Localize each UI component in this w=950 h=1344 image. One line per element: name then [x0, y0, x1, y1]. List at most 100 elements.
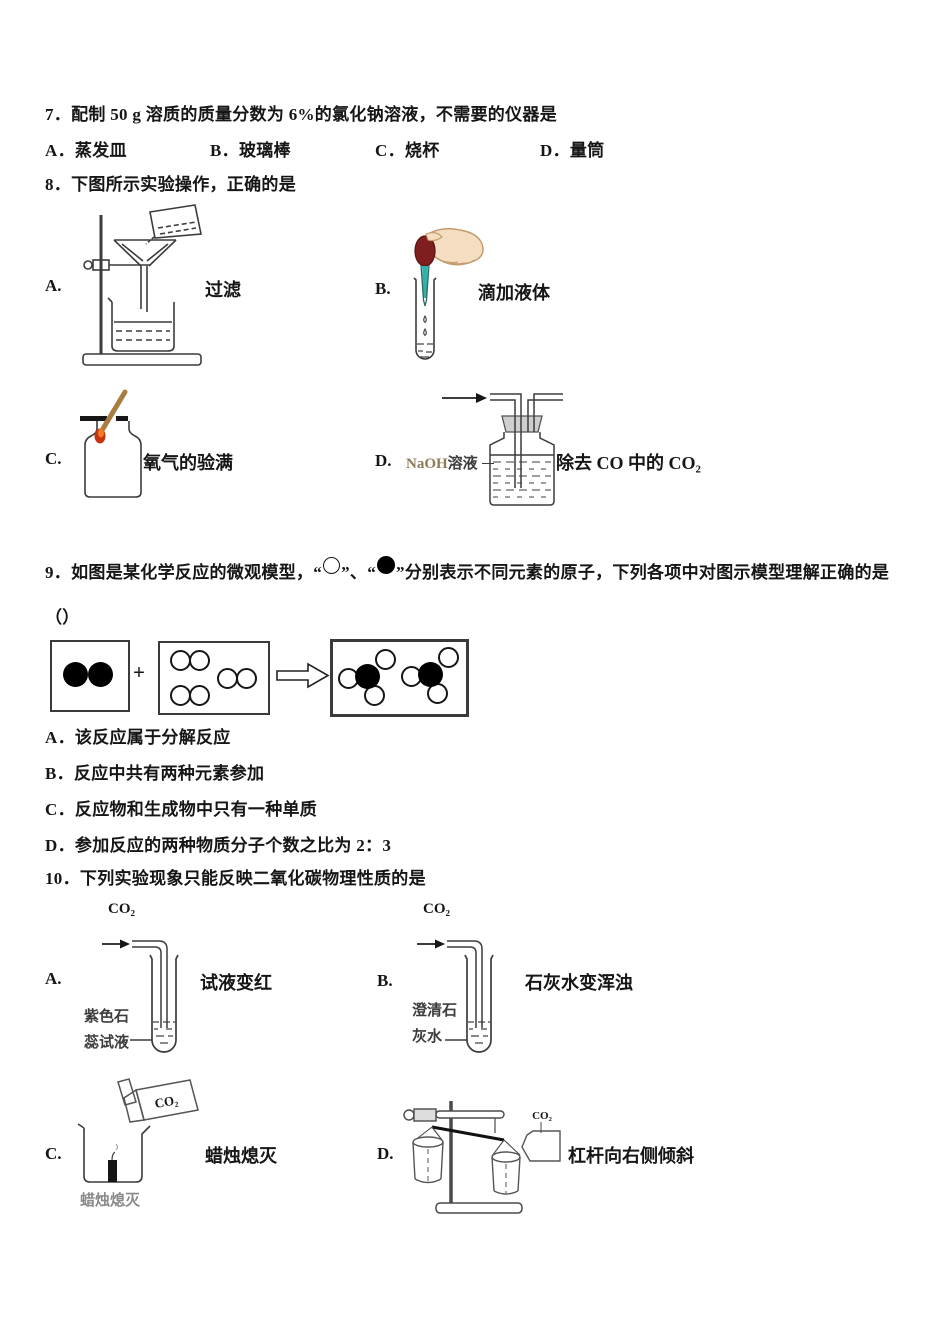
stand-base — [435, 1202, 523, 1214]
co2-bottle-label: CO₂ — [153, 1092, 179, 1111]
question-10: 10．下列实验现象只能反映二氧化碳物理性质的是 — [45, 864, 426, 889]
q9-option-d-label: D． — [45, 836, 75, 855]
q9-answer-bracket: （） — [45, 608, 80, 627]
q7-option-b: B．玻璃棒 — [210, 136, 291, 161]
q9-text-after: ”分别表示不同元素的原子，下列各项中对图示模型理解正确的是 — [396, 563, 890, 582]
q8-option-a-caption: 过滤 — [205, 280, 241, 300]
q8-option-c-label: C. — [45, 449, 62, 468]
drop — [423, 314, 427, 324]
receiving-beaker — [107, 297, 175, 352]
liquid-dashes — [493, 461, 551, 498]
pouring-beaker — [145, 204, 202, 245]
white-atom — [170, 650, 191, 671]
plus-sign: + — [133, 660, 145, 684]
candle-wick — [111, 1151, 116, 1161]
q7-option-d-label: D． — [540, 141, 570, 160]
white-atom — [236, 668, 257, 689]
q8-option-d-label: D. — [375, 451, 392, 470]
q9-option-b-text: 反应中共有两种元素参加 — [73, 764, 265, 783]
reagent-label-line2: 蕊试液 — [84, 1035, 130, 1051]
black-atom — [418, 662, 443, 687]
black-atom — [355, 664, 380, 689]
q7-option-a-label: A． — [45, 141, 75, 160]
co2-bottle-label: CO₂ — [532, 1110, 553, 1122]
q9-option-a-label: A． — [45, 728, 75, 747]
q7-option-c: C．烧杯 — [375, 136, 440, 161]
question-8-number: 8． — [45, 175, 72, 194]
litmus-reagent-label: 紫色石 蕊试液 — [84, 1004, 129, 1056]
black-atom — [88, 662, 113, 687]
reagent-label-line1: 澄清石 — [412, 1003, 458, 1019]
delivery-tube — [447, 940, 483, 1028]
white-atom-icon — [323, 557, 341, 574]
q10-option-b-caption: 石灰水变浑浊 — [525, 973, 633, 993]
test-tube — [149, 954, 179, 1053]
smoke — [115, 1143, 118, 1151]
white-atom — [170, 685, 191, 706]
q7-option-a: A．蒸发皿 — [45, 136, 127, 161]
q10-option-c-label: C. — [45, 1144, 62, 1163]
right-strings — [491, 1139, 521, 1157]
clamp-bar — [435, 1110, 505, 1119]
limewater-reagent-label: 澄清石 灰水 — [412, 998, 457, 1050]
question-7-text: 配制 50 g 溶质的质量分数为 6%的氯化钠溶液，不需要的仪器是 — [71, 105, 558, 124]
q9-option-a: A．该反应属于分解反应 — [45, 723, 231, 748]
glowing-splint — [98, 389, 128, 435]
question-8: 8．下图所示实验操作，正确的是 — [45, 170, 296, 195]
q7-option-c-text: 烧杯 — [404, 141, 440, 160]
funnel — [113, 239, 177, 312]
q9-option-a-text: 该反应属于分解反应 — [74, 728, 231, 747]
q9-option-d: D．参加反应的两种物质分子个数之比为 2：3 — [45, 831, 391, 856]
white-atom — [189, 685, 210, 706]
q9-option-c-text: 反应物和生成物中只有一种单质 — [74, 800, 318, 819]
white-atom — [375, 649, 396, 670]
q7-option-a-text: 蒸发皿 — [74, 141, 127, 160]
liquid-dashes — [468, 1021, 490, 1044]
gas-washing-bottle-diagram — [442, 393, 563, 506]
question-7-number: 7． — [45, 105, 72, 124]
q10-option-b-label: B. — [377, 971, 393, 990]
co2-into-litmus-tube-diagram — [102, 939, 179, 1053]
q9-option-b-label: B． — [45, 764, 74, 783]
liquid-dashes — [153, 1021, 175, 1044]
test-tube — [464, 954, 494, 1053]
q9-text-middle: ”、“ — [341, 563, 377, 582]
question-10-text: 下列实验现象只能反映二氧化碳物理性质的是 — [79, 869, 426, 888]
stand-base — [82, 353, 202, 366]
q8-option-b-caption: 滴加液体 — [478, 283, 550, 303]
co2-into-limewater-tube-diagram — [417, 939, 494, 1053]
left-cup — [412, 1136, 444, 1148]
co2-bottle — [521, 1130, 561, 1162]
dropper-liquid — [422, 266, 428, 298]
naoh-formula: NaOH — [406, 456, 448, 472]
white-atom — [189, 650, 210, 671]
clamp — [413, 1108, 437, 1122]
bottle-body — [489, 432, 555, 506]
reaction-arrow-icon — [276, 662, 330, 689]
q10-option-c-caption: 蜡烛熄灭 — [205, 1146, 277, 1166]
black-atom-icon — [377, 556, 396, 574]
reactant-box-2 — [158, 641, 270, 715]
right-cup — [491, 1151, 521, 1163]
oxygen-test-diagram — [80, 389, 142, 498]
reagent-label-line2: 灰水 — [412, 1029, 443, 1045]
q9-option-c: C．反应物和生成物中只有一种单质 — [45, 795, 317, 820]
question-8-text: 下图所示实验操作，正确的是 — [71, 175, 297, 194]
gas-bottle — [84, 421, 142, 498]
q7-option-b-text: 玻璃棒 — [238, 141, 291, 160]
inlet-tube — [490, 393, 522, 488]
q10-option-d-label: D. — [377, 1144, 394, 1163]
reactant-box-1 — [50, 640, 130, 712]
white-atom — [217, 668, 238, 689]
q10-option-d-caption: 杠杆向右侧倾斜 — [568, 1146, 694, 1166]
q7-option-d: D．量筒 — [540, 136, 605, 161]
q9-text-before: 如图是某化学反应的微观模型，“ — [71, 563, 323, 582]
q7-option-d-text: 量筒 — [569, 141, 605, 160]
naoh-suffix: 溶液 — [447, 456, 478, 472]
q8-option-a-label: A. — [45, 276, 62, 295]
q7-option-c-label: C． — [375, 141, 405, 160]
q7-option-b-label: B． — [210, 141, 239, 160]
question-9-number: 9． — [45, 563, 72, 582]
cover-plate — [117, 1078, 137, 1106]
beaker — [77, 1123, 151, 1183]
